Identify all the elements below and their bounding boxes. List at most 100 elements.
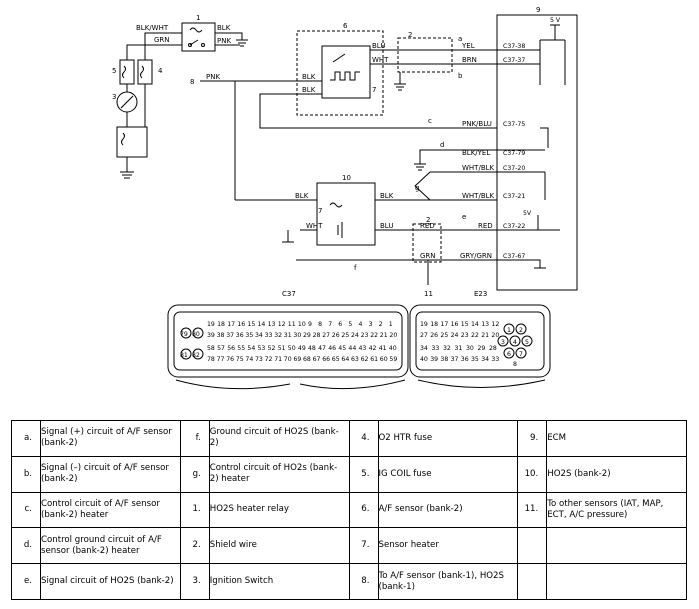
legend-key: f. — [179, 420, 210, 457]
c37-pin: 12 — [278, 321, 286, 328]
c37-pin: 30 — [293, 332, 301, 339]
c37-pin: 69 — [293, 356, 301, 363]
legend-key: g. — [179, 455, 210, 493]
legend-text: IG COIL fuse — [377, 455, 519, 493]
component-number-7b: 7 — [318, 207, 322, 215]
e23-pin: 30 — [466, 345, 474, 352]
legend-row: c.Control circuit of A/F sensor (bank-2)… — [11, 491, 687, 529]
legend-key: 10. — [517, 455, 548, 493]
legend-key — [517, 563, 548, 600]
c37-pin: 48 — [308, 345, 316, 352]
connector-c37-body — [167, 304, 409, 378]
c37-pin: 63 — [351, 356, 359, 363]
circuit-f: f — [354, 264, 357, 272]
e23-round-pin: 6 — [507, 351, 511, 358]
legend-text: A/F sensor (bank-2) — [377, 491, 519, 529]
legend-row: d.Control ground circuit of A/F sensor (… — [11, 527, 687, 565]
wiring-diagram: 1 2 2 3 4 5 6 7 7 8 9 10 11 a b c d e f … — [112, 6, 578, 390]
c37-pin: 19 — [207, 321, 215, 328]
c37-pin: 61 — [370, 356, 378, 363]
c37-pin: 72 — [265, 356, 273, 363]
e23-pin: 28 — [489, 345, 497, 352]
legend-key: 5. — [348, 455, 379, 493]
terminal-c37-20: C37-20 — [503, 165, 525, 172]
c37-pin: 64 — [341, 356, 349, 363]
component-number-10: 10 — [342, 174, 351, 182]
legend-key: c. — [11, 491, 41, 529]
e23-pin: 38 — [440, 356, 448, 363]
c37-pin: 71 — [274, 356, 282, 363]
e23-round-pin: 5 — [525, 339, 529, 346]
legend-key: 11. — [517, 491, 548, 529]
e23-pin: 21 — [481, 332, 489, 339]
e23-pin: 35 — [471, 356, 479, 363]
c37-pin: 16 — [237, 321, 245, 328]
o2-htr-fuse — [137, 59, 153, 85]
c37-pin: 27 — [322, 332, 330, 339]
wire-label-blk-af: BLK — [302, 73, 316, 81]
connector-e23-body — [409, 304, 551, 378]
e23-round-pin: 1 — [507, 327, 511, 334]
legend-row: e.Signal circuit of HO2S (bank-2)3.Ignit… — [11, 563, 687, 600]
legend-key: 6. — [348, 491, 379, 529]
c37-pin: 9 — [308, 321, 312, 328]
e23-pin: 27 — [420, 332, 428, 339]
c37-pin: 1 — [389, 321, 393, 328]
c37-pin: 14 — [258, 321, 266, 328]
c37-pin: 76 — [226, 356, 234, 363]
ho2s-box — [316, 182, 376, 246]
c37-pin: 25 — [341, 332, 349, 339]
wire-label-pnk-blu: PNK/BLU — [462, 120, 492, 128]
c37-pin: 54 — [247, 345, 255, 352]
terminal-c37-79: C37-79 — [503, 150, 525, 157]
wire-label-red: RED — [420, 222, 435, 230]
c37-pin: 21 — [380, 332, 388, 339]
terminal-c37-75: C37-75 — [503, 121, 525, 128]
c37-pin: 65 — [332, 356, 340, 363]
c37-pin: 23 — [361, 332, 369, 339]
c37-pin: 11 — [288, 321, 296, 328]
legend-key: 8. — [348, 563, 379, 600]
legend-text — [546, 527, 687, 565]
legend-text: Control ground circuit of A/F sensor (ba… — [40, 527, 181, 565]
e23-pin: 26 — [430, 332, 438, 339]
e23-pin: 23 — [461, 332, 469, 339]
c37-pin: 40 — [389, 345, 397, 352]
legend-row: a.Signal (+) circuit of A/F sensor (bank… — [11, 420, 687, 457]
e23-pin: 33 — [432, 345, 440, 352]
legend-key: 9. — [517, 420, 548, 457]
component-number-8: 8 — [190, 78, 194, 86]
legend-key: a. — [11, 420, 41, 457]
wire-label-brn: BRN — [462, 56, 477, 64]
shield-wire-1 — [397, 37, 453, 73]
c37-pin: 5 — [348, 321, 352, 328]
c37-pin: 39 — [207, 332, 215, 339]
c37-pin: 24 — [351, 332, 359, 339]
wire-label-blk-af-2: BLK — [302, 86, 316, 94]
wire-label-yel: YEL — [461, 42, 475, 50]
c37-pin: 20 — [389, 332, 397, 339]
c37-pin: 74 — [245, 356, 253, 363]
circuit-d: d — [440, 141, 444, 149]
shield-wire-2 — [412, 223, 442, 263]
e23-round-pin: 4 — [513, 339, 517, 346]
legend-text: O2 HTR fuse — [377, 420, 519, 457]
c37-pin-81: 81 — [180, 352, 188, 359]
wire-label-pnk: PNK — [217, 37, 231, 45]
c37-pin-80: 80 — [192, 331, 200, 338]
wire-label-wht-blk: WHT/BLK — [462, 164, 495, 172]
terminal-c37-21: C37-21 — [503, 193, 525, 200]
c37-pin: 50 — [288, 345, 296, 352]
c37-pin: 13 — [268, 321, 276, 328]
legend-text: HO2S heater relay — [208, 491, 350, 529]
wire-label-wht-blk-2: WHT/BLK — [462, 192, 495, 200]
c37-pin: 47 — [318, 345, 326, 352]
e23-pin: 33 — [491, 356, 499, 363]
wire-label-gry-grn: GRY/GRN — [460, 252, 492, 260]
component-number-1: 1 — [196, 14, 200, 22]
legend-key: e. — [11, 563, 41, 600]
wire-label-grn-2: GRN — [420, 252, 436, 260]
c37-pin: 22 — [370, 332, 378, 339]
main-fuse — [116, 126, 148, 158]
